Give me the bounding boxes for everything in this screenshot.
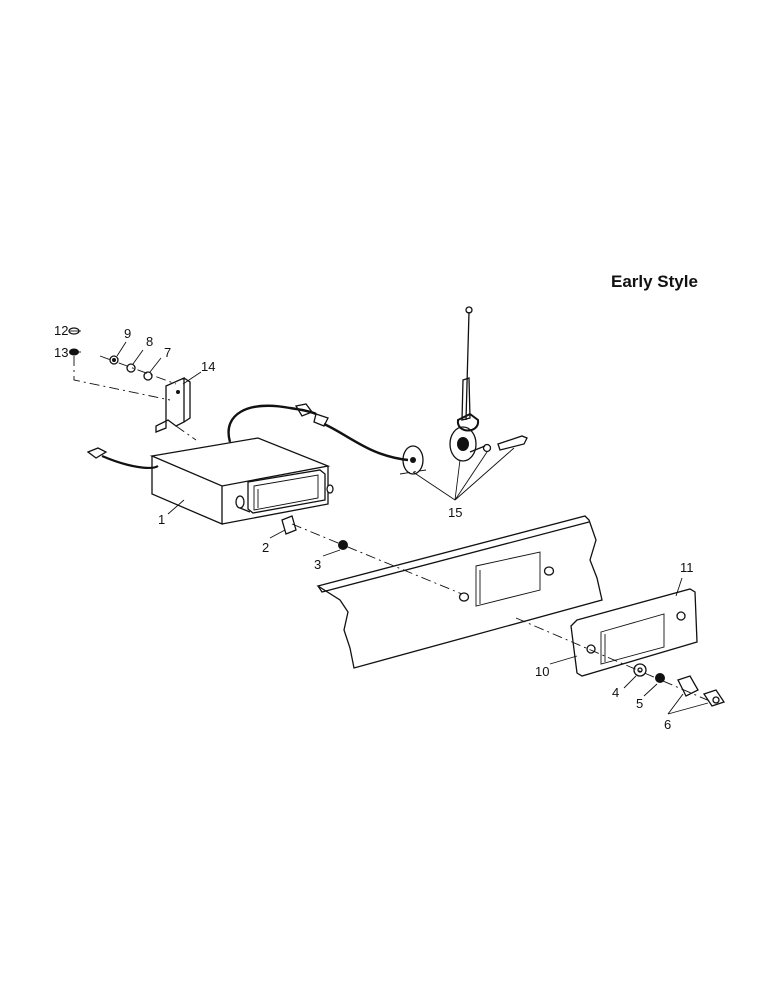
stud-hardware (68, 327, 197, 441)
callout-7: 7 (164, 345, 171, 360)
diagram-title: Early Style (611, 272, 698, 291)
callout-5: 5 (636, 696, 643, 711)
callout-14: 14 (201, 359, 215, 374)
callout-15: 15 (448, 505, 462, 520)
power-lead (86, 447, 159, 469)
antenna-assembly (399, 306, 528, 475)
callout-12: 12 (54, 323, 68, 338)
callout-9: 9 (124, 326, 131, 341)
callout-labels: 1 2 3 4 5 6 7 8 9 10 11 12 13 14 15 (54, 323, 694, 732)
callout-3: 3 (314, 557, 321, 572)
centerline-bezel (515, 617, 713, 703)
bezel-hardware (633, 663, 726, 707)
callout-4: 4 (612, 685, 619, 700)
leader-lines (70, 330, 709, 715)
bezel-plate (570, 588, 698, 677)
callout-13: 13 (54, 345, 68, 360)
callout-8: 8 (146, 334, 153, 349)
knob-spacer (281, 515, 348, 550)
mounting-bracket (155, 376, 191, 433)
antenna-cable (227, 403, 409, 462)
callout-6: 6 (664, 717, 671, 732)
dash-panel (316, 515, 603, 669)
callout-10: 10 (535, 664, 549, 679)
bracket-hardware (99, 355, 177, 385)
callout-2: 2 (262, 540, 269, 555)
callout-1: 1 (158, 512, 165, 527)
callout-11: 11 (680, 560, 694, 575)
radio-receiver (149, 437, 334, 525)
